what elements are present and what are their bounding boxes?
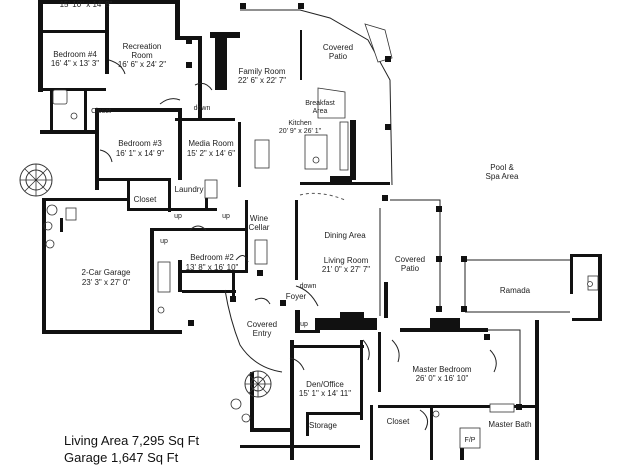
bath-counter-icon: [157, 261, 171, 293]
vanity-icon: [489, 403, 515, 413]
wine-cellar-2: Cellar: [249, 223, 270, 232]
bedroom3-dim: 16' 1" x 14' 9": [116, 149, 164, 158]
tree-icon: [244, 370, 272, 398]
recreation-name-1: Recreation: [123, 42, 162, 51]
garage-dim: 23' 3" x 27' 0": [82, 278, 130, 287]
patio-outlines: [224, 9, 570, 405]
covered-entry-2: Entry: [253, 329, 272, 338]
stair-down-label: down: [300, 283, 317, 290]
toilet2-icon: [157, 306, 165, 314]
fixtures: [52, 23, 599, 449]
media-room-dim: 15' 2" x 14' 6": [187, 149, 235, 158]
covered-patio-top-1: Covered: [323, 43, 353, 52]
fp-name: F/P: [465, 437, 476, 444]
pool-spa-1: Pool &: [490, 163, 514, 172]
master-bedroom-dim: 26' 0" x 16' 10": [416, 374, 469, 383]
stair-labels: down up up up down up: [160, 105, 316, 328]
tub-icon: [52, 89, 68, 105]
fp-box-icon: [459, 427, 481, 449]
den-office-dim: 15' 1" x 14' 11": [299, 389, 351, 398]
washer-icon: [204, 179, 218, 199]
bedroom4-dim: 16' 4" x 13' 3": [51, 59, 99, 68]
dining-area-name: Dining Area: [324, 231, 366, 240]
wine-rack-icon: [254, 239, 268, 265]
bedroom2-dim: 13' 8" x 16' 10": [186, 263, 239, 272]
bedroom3-name: Bedroom #3: [118, 139, 162, 148]
recreation-name-2: Room: [131, 51, 153, 60]
kitchen-island-icon: [304, 134, 328, 170]
exterior-walls: [38, 0, 602, 460]
stair-up-label: up: [300, 321, 308, 328]
room-labels: 15' 10" x 14' 8" Bedroom #4 16' 4" x 13'…: [51, 0, 532, 444]
counter-icon: [254, 139, 270, 169]
sink-icon: [65, 207, 77, 221]
fireplace-icon: [364, 23, 393, 63]
closet-a-name: Closet: [91, 108, 111, 115]
breakfast-nook-icon: [317, 87, 346, 119]
master-bedroom-name: Master Bedroom: [412, 365, 471, 374]
toilet-icon: [70, 112, 78, 120]
covered-patio-mid-2: Patio: [401, 264, 420, 273]
breakfast-name-1: Breakfast: [305, 100, 335, 107]
breakfast-name-2: Area: [313, 108, 328, 115]
cooktop-icon: [312, 156, 320, 164]
ramada-name: Ramada: [500, 286, 531, 295]
stair-up-label: up: [174, 213, 182, 220]
kitchen-name: Kitchen: [288, 120, 311, 127]
wine-cellar-1: Wine: [250, 214, 269, 223]
recreation-dim: 16' 6" x 24' 2": [118, 60, 166, 69]
bedroom2-name: Bedroom #2: [190, 253, 234, 262]
top-room-dim: 15' 10" x 14' 8": [60, 0, 113, 9]
garage-summary: Garage 1,647 Sq Ft: [64, 450, 179, 465]
shrub-icon: [43, 204, 251, 423]
stair-down-label: down: [194, 105, 211, 112]
master-bath-name: Master Bath: [488, 420, 531, 429]
stair-up-label: up: [160, 238, 168, 245]
family-room-dim: 22' 6" x 22' 7": [238, 76, 286, 85]
living-area-summary: Living Area 7,295 Sq Ft: [64, 433, 200, 448]
storage-name: Storage: [309, 421, 338, 430]
covered-entry-1: Covered: [247, 320, 277, 329]
door-swings: [99, 59, 497, 431]
bedroom4-name: Bedroom #4: [53, 50, 97, 59]
media-room-name: Media Room: [188, 139, 234, 148]
laundry-name: Laundry: [175, 185, 204, 194]
closet-b-name: Closet: [134, 195, 157, 204]
garage-name: 2-Car Garage: [82, 268, 131, 277]
pool-spa-2: Spa Area: [486, 172, 519, 181]
living-room-name: Living Room: [324, 256, 369, 265]
kitchen-counter-icon: [339, 121, 349, 171]
covered-patio-top-2: Patio: [329, 52, 348, 61]
foyer-name: Foyer: [286, 292, 307, 301]
stair-up-label: up: [222, 213, 230, 220]
closet-master-name: Closet: [387, 417, 410, 426]
toilet3-icon: [432, 410, 440, 418]
living-room-dim: 21' 0" x 27' 7": [322, 265, 370, 274]
kitchen-dim: 20' 9" x 26' 1": [279, 128, 322, 135]
covered-patio-mid-1: Covered: [395, 255, 425, 264]
family-room-name: Family Room: [238, 67, 285, 76]
tree-icon: [19, 163, 53, 197]
columns: [186, 3, 522, 410]
den-office-name: Den/Office: [306, 380, 344, 389]
ramada-sink-icon: [587, 281, 593, 287]
